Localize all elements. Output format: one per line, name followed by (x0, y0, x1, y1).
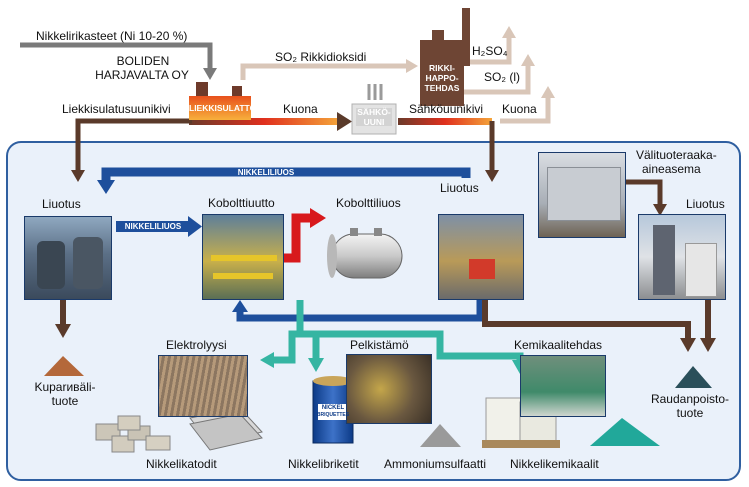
cobalt-solution-arrowhead (310, 208, 326, 228)
cobalt-solution-label: Kobolttiliuos (336, 196, 401, 210)
cobalt-solution-line (282, 213, 312, 263)
acid-plant-label-3: TEHDAS (424, 83, 460, 93)
flash-matte-arrowhead (71, 170, 85, 182)
iron-from-mid-line (482, 300, 691, 340)
iron-mid-arrowhead (680, 338, 696, 352)
teal-reduction-arrowhead (308, 358, 324, 372)
electric-furnace-label-2: UUNI (363, 117, 385, 127)
reduction-photo (346, 354, 432, 424)
flash-smelter-label: LIEKKISULATTO (189, 103, 257, 113)
ore-input-arrowhead (203, 68, 217, 80)
h2so4-label: H₂SO₄ (472, 44, 508, 58)
nickel-briquettes-label: Nikkelibriketit (288, 457, 359, 471)
nickel-return-arrowhead (232, 300, 248, 312)
nickel-solution-top-arrowhead (97, 180, 115, 194)
slag-2-label: Kuona (502, 102, 537, 116)
nickel-solution-mid-label: NIKKELILIUOS (124, 222, 182, 231)
chemical-plant-photo (520, 355, 606, 417)
nickel-return-line (236, 300, 484, 322)
cobalt-removal-photo (202, 214, 284, 300)
so2-label: SO₂ Rikkidioksidi (275, 50, 367, 64)
slag-2-arrow (500, 96, 551, 124)
flash-matte-label: Liekkisulatusuunikivi (62, 102, 171, 116)
acid-plant-label-1: RIKKI- (429, 63, 455, 73)
leaching-mid-photo (438, 214, 524, 300)
electric-matte-line (398, 118, 492, 125)
leaching-left-label: Liuotus (42, 197, 81, 211)
intermediate-station-label-1: Välituoteraaka- (636, 148, 717, 162)
h2so4-arrowhead (502, 26, 516, 38)
intermediate-station-photo (538, 152, 626, 238)
ammonium-heap (420, 424, 461, 447)
boliden-label-2: HARJAVALTA OY (95, 68, 189, 82)
barrel-label-2: BRIQUETTES (316, 412, 350, 418)
ore-input-arrow (20, 42, 213, 70)
station-arrowhead (653, 204, 667, 216)
electric-matte-label: Sähköuunikivi (409, 102, 484, 116)
cobalt-removal-label: Kobolttiuutto (208, 196, 275, 210)
electrolysis-label: Elektrolyysi (166, 338, 227, 352)
ammonium-sulfate-label: Ammoniumsulfaatti (384, 457, 487, 471)
so2-gas-arrowhead (406, 59, 418, 73)
flash-smelter-building (189, 82, 251, 120)
intermediate-station-label-2: aineasema (642, 162, 701, 176)
so2-liquid-arrow (462, 64, 531, 95)
h2so4-arrow (462, 36, 512, 65)
electric-furnace-building (351, 84, 397, 135)
leaching-left-photo (24, 216, 112, 300)
nickel-solution-top-label: NIKKELILIUOS (237, 168, 295, 177)
copper-label-1: Kuparивäli- (34, 380, 96, 394)
leaching-right-label: Liuotus (686, 197, 725, 211)
acid-plant-building (420, 8, 470, 106)
station-to-leaching-line (618, 179, 663, 206)
flash-matte-line (75, 118, 192, 172)
iron-heap (675, 366, 712, 388)
slag-1-arrowhead (337, 112, 352, 131)
cathode-stacks (95, 407, 263, 453)
nickel-solution-mid-line (116, 221, 190, 232)
leaching-mid-label: Liuotus (440, 181, 479, 195)
reduction-label: Pelkistämö (350, 338, 409, 352)
copper-label-2: tuote (51, 394, 79, 408)
slag-1-label: Kuona (283, 102, 318, 116)
so2-gas-arrow (240, 63, 408, 80)
teal-electrolysis-arrowhead (260, 352, 274, 368)
nickel-chemicals-heap (590, 418, 660, 446)
copper-product-arrowhead (55, 324, 71, 338)
iron-right-arrowhead (700, 338, 716, 352)
electric-furnace-label-1: SÄHKÖ- (357, 107, 391, 117)
ore-input-label: Nikkelirikasteet (Ni 10-20 %) (36, 29, 188, 43)
nickel-solution-mid-arrowhead (188, 216, 202, 237)
so2-liquid-label: SO₂ (l) (484, 70, 520, 84)
iron-label-1: Raudanpoisto- (650, 392, 730, 406)
electric-matte-arrowhead (485, 170, 499, 182)
barrel-label-1: NICKEL (321, 405, 345, 411)
boliden-label-1: BOLIDEN (116, 54, 170, 68)
nickel-cathodes-label: Nikkelikatodit (146, 457, 217, 471)
flash-smelter-to-furnace-line (189, 118, 339, 125)
acid-plant-label-2: HAPPO- (425, 73, 459, 83)
nickel-chemicals-label: Nikkelikemikaalit (510, 457, 599, 471)
nickel-solution-top-line (101, 167, 471, 182)
cobalt-tank (327, 228, 403, 279)
iron-label-2: tuote (676, 406, 704, 420)
teal-to-electrolysis (272, 300, 304, 364)
copper-heap (44, 356, 84, 376)
slag-2-arrowhead (541, 86, 555, 98)
chemical-plant-label: Kemikaalitehdas (514, 338, 603, 352)
so2-liquid-arrowhead (521, 54, 535, 66)
leaching-right-photo (638, 214, 726, 300)
electrolysis-photo (158, 355, 248, 417)
